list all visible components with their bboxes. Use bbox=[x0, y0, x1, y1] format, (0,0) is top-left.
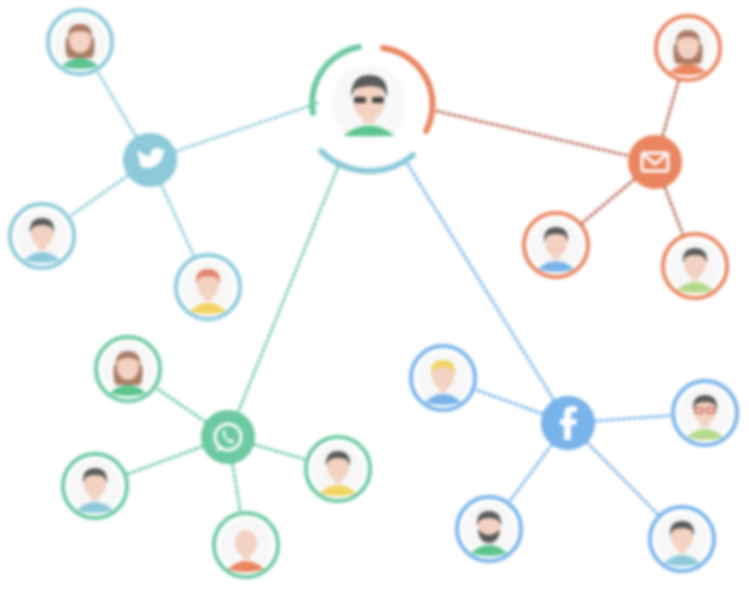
contact-fb-3[interactable] bbox=[455, 495, 523, 563]
man-avatar bbox=[69, 460, 121, 513]
woman-avatar bbox=[54, 16, 106, 69]
center-arc-blue bbox=[318, 148, 416, 175]
center-arc-orange bbox=[380, 45, 436, 134]
contact-em-3[interactable] bbox=[661, 232, 729, 300]
contact-fb-2[interactable] bbox=[671, 379, 739, 447]
hub-twitter[interactable] bbox=[123, 133, 177, 187]
man-avatar bbox=[312, 443, 364, 496]
edge-center-email bbox=[430, 108, 657, 164]
bearded-man-avatar bbox=[463, 503, 515, 556]
facebook-f-icon bbox=[560, 406, 577, 440]
center-user-node[interactable] bbox=[309, 44, 436, 175]
contact-nodes bbox=[8, 8, 739, 579]
man-avatar bbox=[656, 513, 708, 566]
redhead-man-avatar bbox=[182, 261, 234, 314]
glasses-man-avatar bbox=[679, 387, 731, 440]
contact-fb-4[interactable] bbox=[648, 505, 716, 573]
contact-em-2[interactable] bbox=[522, 211, 590, 279]
hub-whatsapp[interactable] bbox=[201, 410, 255, 464]
envelope-icon bbox=[640, 151, 670, 173]
contact-wa-1[interactable] bbox=[94, 335, 162, 403]
bald-man-avatar bbox=[220, 519, 272, 572]
hub-facebook[interactable] bbox=[541, 396, 595, 450]
edge-facebook-fb4 bbox=[566, 421, 684, 541]
edge-center-twitter bbox=[148, 101, 320, 162]
woman-avatar bbox=[102, 343, 154, 396]
contact-tw-1[interactable] bbox=[46, 8, 114, 76]
contact-fb-1[interactable] bbox=[409, 344, 477, 412]
hub-nodes bbox=[123, 133, 682, 464]
contact-wa-2[interactable] bbox=[61, 452, 129, 520]
edge-center-facebook bbox=[403, 158, 570, 425]
man-avatar bbox=[530, 219, 582, 272]
center-arc-green bbox=[309, 44, 362, 116]
woman-long-hair-avatar bbox=[662, 22, 714, 75]
man-avatar bbox=[16, 210, 68, 263]
contact-em-1[interactable] bbox=[654, 14, 722, 82]
twitter-bird-icon bbox=[137, 147, 167, 168]
whatsapp-phone-icon bbox=[213, 422, 243, 452]
contact-tw-3[interactable] bbox=[174, 253, 242, 321]
contact-wa-4[interactable] bbox=[212, 511, 280, 579]
blond-man-avatar bbox=[417, 352, 469, 405]
dark-hair-man-avatar bbox=[669, 240, 721, 293]
hub-email[interactable] bbox=[628, 135, 682, 189]
user-with-sunglasses-avatar bbox=[331, 65, 407, 141]
contact-wa-3[interactable] bbox=[304, 435, 372, 503]
contact-tw-2[interactable] bbox=[8, 202, 76, 270]
edge-center-whatsapp bbox=[226, 160, 342, 439]
